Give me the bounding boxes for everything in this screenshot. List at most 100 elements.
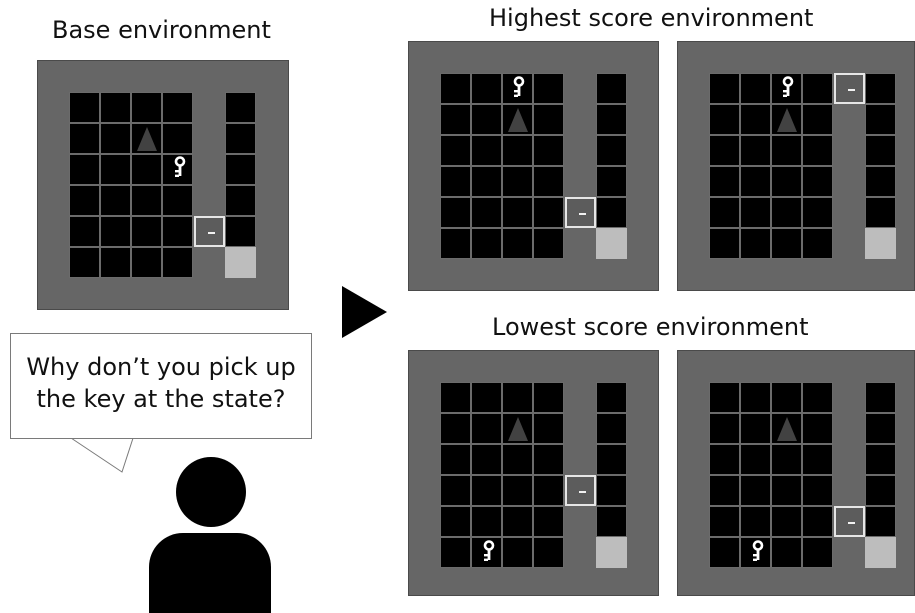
- grid-cell: [740, 475, 771, 506]
- triangle-icon: [508, 108, 528, 132]
- base-environment: [37, 60, 289, 310]
- grid-cell: [100, 216, 131, 247]
- grid-cell: [802, 537, 833, 568]
- key-icon: [752, 540, 764, 561]
- room-grid: [440, 382, 564, 568]
- grid-cell: [802, 506, 833, 537]
- grid-cell: [69, 92, 100, 123]
- grid-cell: [533, 475, 564, 506]
- grid-cell: [533, 166, 564, 197]
- grid-cell: [596, 413, 627, 444]
- key-icon: [513, 76, 525, 97]
- grid-cell: [596, 104, 627, 135]
- grid-cell: [440, 537, 471, 568]
- grid-cell: [69, 247, 100, 278]
- grid-cell: [740, 104, 771, 135]
- lowest-environment-2: [677, 350, 915, 596]
- grid-cell: [440, 166, 471, 197]
- speech-bubble: [10, 333, 312, 439]
- grid-cell: [131, 216, 162, 247]
- grid-cell: [740, 228, 771, 259]
- grid-cell: [471, 506, 502, 537]
- grid-cell: [802, 228, 833, 259]
- grid-cell: [502, 475, 533, 506]
- grid-cell: [771, 197, 802, 228]
- door-icon: [834, 73, 865, 104]
- grid-cell: [100, 154, 131, 185]
- grid-cell: [100, 92, 131, 123]
- grid-cell: [131, 92, 162, 123]
- speech-line-1: Why don’t you pick up: [26, 353, 296, 381]
- base-environment-title: Base environment: [52, 16, 271, 44]
- grid-cell: [740, 382, 771, 413]
- grid-cell: [865, 104, 896, 135]
- grid-cell: [596, 444, 627, 475]
- goal-square-icon: [596, 537, 627, 568]
- grid-cell: [131, 185, 162, 216]
- grid-cell: [225, 216, 256, 247]
- grid-cell: [802, 135, 833, 166]
- grid-cell: [502, 228, 533, 259]
- grid-cell: [802, 444, 833, 475]
- grid-cell: [502, 166, 533, 197]
- grid-cell: [69, 123, 100, 154]
- grid-cell: [440, 104, 471, 135]
- highest-environment-1: [408, 41, 659, 291]
- person-body-icon: [149, 533, 271, 613]
- triangle-icon: [777, 417, 797, 441]
- grid-cell: [502, 135, 533, 166]
- grid-cell: [533, 506, 564, 537]
- grid-cell: [471, 197, 502, 228]
- grid-cell: [502, 382, 533, 413]
- goal-square-icon: [865, 537, 896, 568]
- grid-cell: [865, 382, 896, 413]
- grid-cell: [225, 92, 256, 123]
- grid-cell: [865, 475, 896, 506]
- grid-cell: [100, 123, 131, 154]
- grid-cell: [162, 185, 193, 216]
- grid-cell: [865, 73, 896, 104]
- grid-cell: [596, 475, 627, 506]
- grid-cell: [502, 537, 533, 568]
- lowest-score-title: Lowest score environment: [492, 313, 809, 341]
- room-grid: [69, 92, 193, 278]
- grid-cell: [533, 135, 564, 166]
- grid-cell: [740, 73, 771, 104]
- highest-environment-2: [677, 41, 915, 291]
- grid-cell: [162, 216, 193, 247]
- grid-cell: [502, 197, 533, 228]
- grid-cell: [533, 382, 564, 413]
- grid-cell: [533, 104, 564, 135]
- grid-cell: [802, 382, 833, 413]
- grid-cell: [771, 382, 802, 413]
- grid-cell: [225, 123, 256, 154]
- grid-cell: [771, 537, 802, 568]
- grid-cell: [771, 228, 802, 259]
- grid-cell: [131, 154, 162, 185]
- grid-cell: [709, 475, 740, 506]
- grid-cell: [440, 382, 471, 413]
- grid-cell: [709, 228, 740, 259]
- grid-cell: [471, 166, 502, 197]
- grid-cell: [533, 413, 564, 444]
- grid-cell: [100, 247, 131, 278]
- room-grid: [440, 73, 564, 259]
- speech-bubble-text: Why don’t you pick up the key at the sta…: [0, 351, 322, 415]
- grid-cell: [471, 135, 502, 166]
- grid-cell: [709, 382, 740, 413]
- room-grid: [709, 73, 833, 259]
- grid-cell: [771, 444, 802, 475]
- grid-cell: [865, 166, 896, 197]
- grid-cell: [225, 185, 256, 216]
- highest-score-title: Highest score environment: [489, 4, 814, 32]
- grid-cell: [471, 475, 502, 506]
- grid-cell: [440, 135, 471, 166]
- grid-cell: [709, 73, 740, 104]
- person-head-icon: [176, 457, 246, 527]
- triangle-icon: [137, 127, 157, 151]
- grid-cell: [740, 413, 771, 444]
- triangle-icon: [777, 108, 797, 132]
- grid-cell: [740, 506, 771, 537]
- play-arrow-icon: [342, 286, 387, 338]
- grid-cell: [802, 475, 833, 506]
